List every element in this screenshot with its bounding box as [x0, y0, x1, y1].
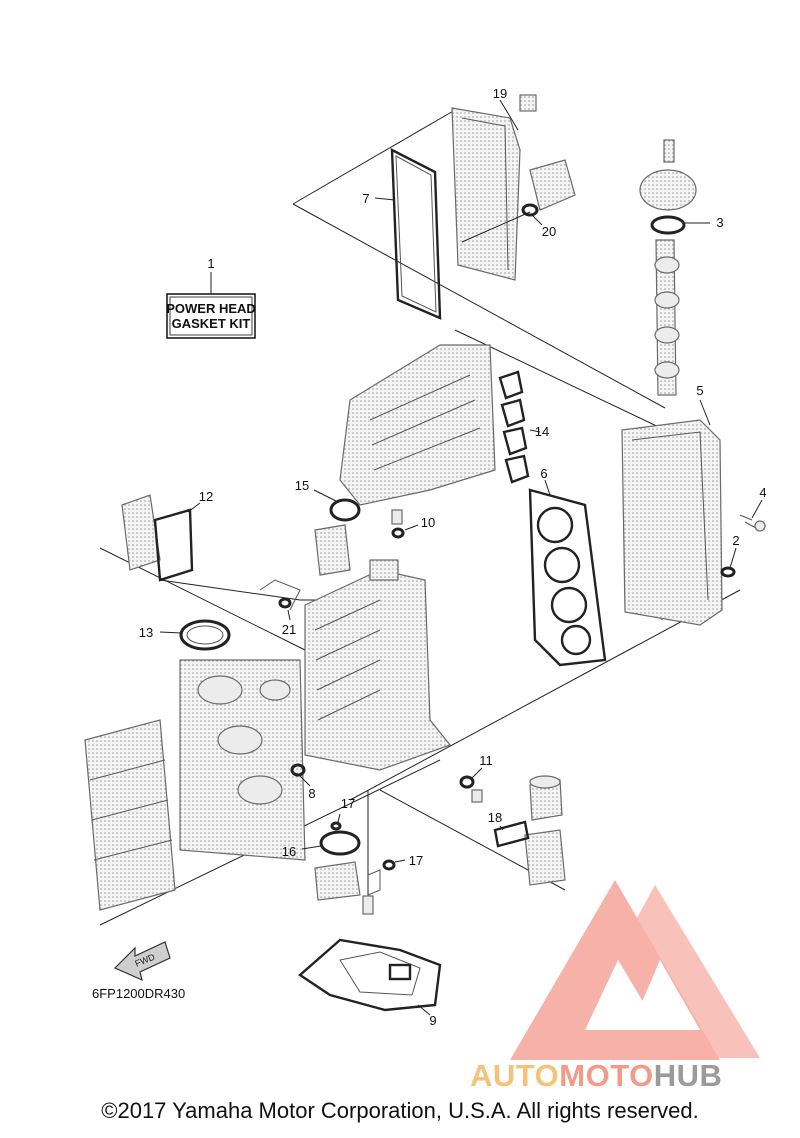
o-ring-15 — [313, 489, 361, 576]
cover-gasket-12 — [121, 494, 201, 582]
exhaust-cover — [451, 94, 576, 281]
base-gasket — [298, 938, 442, 1016]
callout-14: 14 — [535, 424, 549, 439]
callout-labels: 1 2 3 4 5 6 7 8 9 10 11 12 13 14 15 16 1… — [139, 86, 767, 1028]
brand-auto: AUTO — [470, 1058, 560, 1093]
callout-20: 20 — [542, 224, 556, 239]
head-gasket — [528, 479, 607, 667]
callout-17b: 17 — [409, 853, 423, 868]
brand-hub: HUB — [653, 1058, 723, 1093]
callout-12: 12 — [199, 489, 213, 504]
o-ring-16 — [301, 830, 361, 901]
o-ring-21 — [259, 579, 301, 621]
o-ring-17a — [330, 813, 342, 831]
callout-2: 2 — [732, 533, 739, 548]
kit-box-line1: POWER HEAD — [166, 301, 256, 316]
o-ring-8 — [290, 763, 311, 787]
cylinder-head — [621, 399, 766, 626]
intake-gasket — [498, 370, 541, 484]
callout-1: 1 — [207, 256, 214, 271]
callout-15: 15 — [295, 478, 309, 493]
callout-19: 19 — [493, 86, 507, 101]
gasket-kit-box: POWER HEAD GASKET KIT — [166, 272, 256, 339]
fwd-arrow-icon: FWD — [113, 941, 171, 982]
intake-manifold — [339, 344, 496, 506]
callout-3: 3 — [716, 215, 723, 230]
kit-box-line2: GASKET KIT — [172, 316, 251, 331]
exhaust-cover-gasket — [374, 147, 442, 320]
o-ring-11 — [459, 767, 483, 803]
o-ring-20 — [521, 203, 543, 226]
cylinder-block — [304, 559, 451, 771]
oil-filter-assembly — [493, 775, 566, 886]
watermark-logo — [510, 880, 760, 1060]
callout-10: 10 — [421, 515, 435, 530]
callout-17a: 17 — [341, 796, 355, 811]
callout-8: 8 — [308, 786, 315, 801]
copyright-text: ©2017 Yamaha Motor Corporation, U.S.A. A… — [101, 1098, 699, 1123]
callout-5: 5 — [696, 383, 703, 398]
callout-4: 4 — [759, 485, 766, 500]
camshaft-assembly — [639, 139, 710, 396]
brand-moto: MOTO — [559, 1058, 654, 1093]
callout-11: 11 — [479, 753, 493, 768]
callout-21: 21 — [282, 622, 296, 637]
callout-7: 7 — [362, 191, 369, 206]
watermark-brand: AUTOMOTOHUB — [470, 1058, 722, 1094]
drawing-code: 6FP1200DR430 — [92, 986, 185, 1001]
callout-18: 18 — [488, 810, 502, 825]
oil-seal-13 — [159, 619, 231, 651]
callout-13: 13 — [139, 625, 153, 640]
crankshaft — [179, 659, 306, 861]
o-ring-17b — [362, 859, 406, 915]
o-ring-10 — [391, 509, 419, 539]
callout-16: 16 — [282, 844, 296, 859]
crankcase — [84, 719, 176, 911]
callout-9: 9 — [429, 1013, 436, 1028]
callout-6: 6 — [540, 466, 547, 481]
